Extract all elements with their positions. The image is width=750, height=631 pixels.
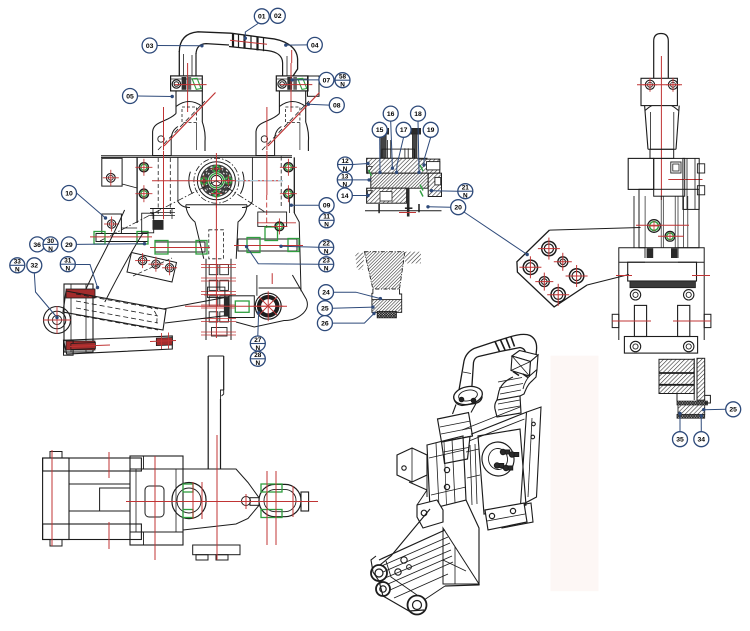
svg-text:12: 12 [342,158,350,165]
svg-text:30: 30 [47,238,55,245]
svg-text:16: 16 [387,111,395,118]
svg-text:19: 19 [427,127,435,134]
svg-text:N: N [65,266,70,273]
svg-text:23: 23 [323,258,331,265]
svg-text:17: 17 [400,127,408,134]
svg-text:26: 26 [321,321,329,328]
svg-text:05: 05 [126,93,134,100]
svg-text:03: 03 [146,43,154,50]
svg-text:N: N [342,181,347,188]
svg-text:22: 22 [323,241,331,248]
svg-text:07: 07 [323,77,331,84]
svg-text:02: 02 [274,13,282,20]
svg-text:08: 08 [333,103,341,110]
svg-text:29: 29 [65,242,73,249]
svg-text:14: 14 [341,193,349,200]
svg-text:35: 35 [676,437,684,444]
svg-text:N: N [343,166,348,173]
svg-text:01: 01 [258,14,266,21]
svg-text:31: 31 [64,258,72,265]
svg-text:10: 10 [65,190,73,197]
svg-text:34: 34 [698,437,706,444]
svg-text:N: N [255,360,260,367]
svg-text:27: 27 [254,337,262,344]
svg-text:11: 11 [323,214,330,221]
svg-text:33: 33 [14,259,22,266]
svg-text:32: 32 [31,263,39,270]
svg-text:N: N [48,246,53,253]
svg-text:N: N [255,345,260,352]
svg-text:21: 21 [462,185,470,192]
svg-text:N: N [324,222,329,229]
svg-text:24: 24 [322,290,330,297]
svg-text:N: N [340,82,345,89]
svg-text:04: 04 [311,42,319,49]
svg-text:13: 13 [341,173,349,180]
svg-text:N: N [324,249,329,256]
svg-text:25: 25 [321,306,329,313]
svg-text:N: N [324,266,329,273]
svg-text:28: 28 [254,352,262,359]
svg-text:15: 15 [376,127,384,134]
svg-text:N: N [15,267,20,274]
svg-text:25: 25 [729,407,737,414]
svg-text:20: 20 [454,205,462,212]
svg-text:18: 18 [414,111,422,118]
svg-text:36: 36 [33,242,41,249]
svg-text:N: N [463,193,468,200]
svg-text:09: 09 [323,203,331,210]
svg-text:58: 58 [339,74,347,81]
